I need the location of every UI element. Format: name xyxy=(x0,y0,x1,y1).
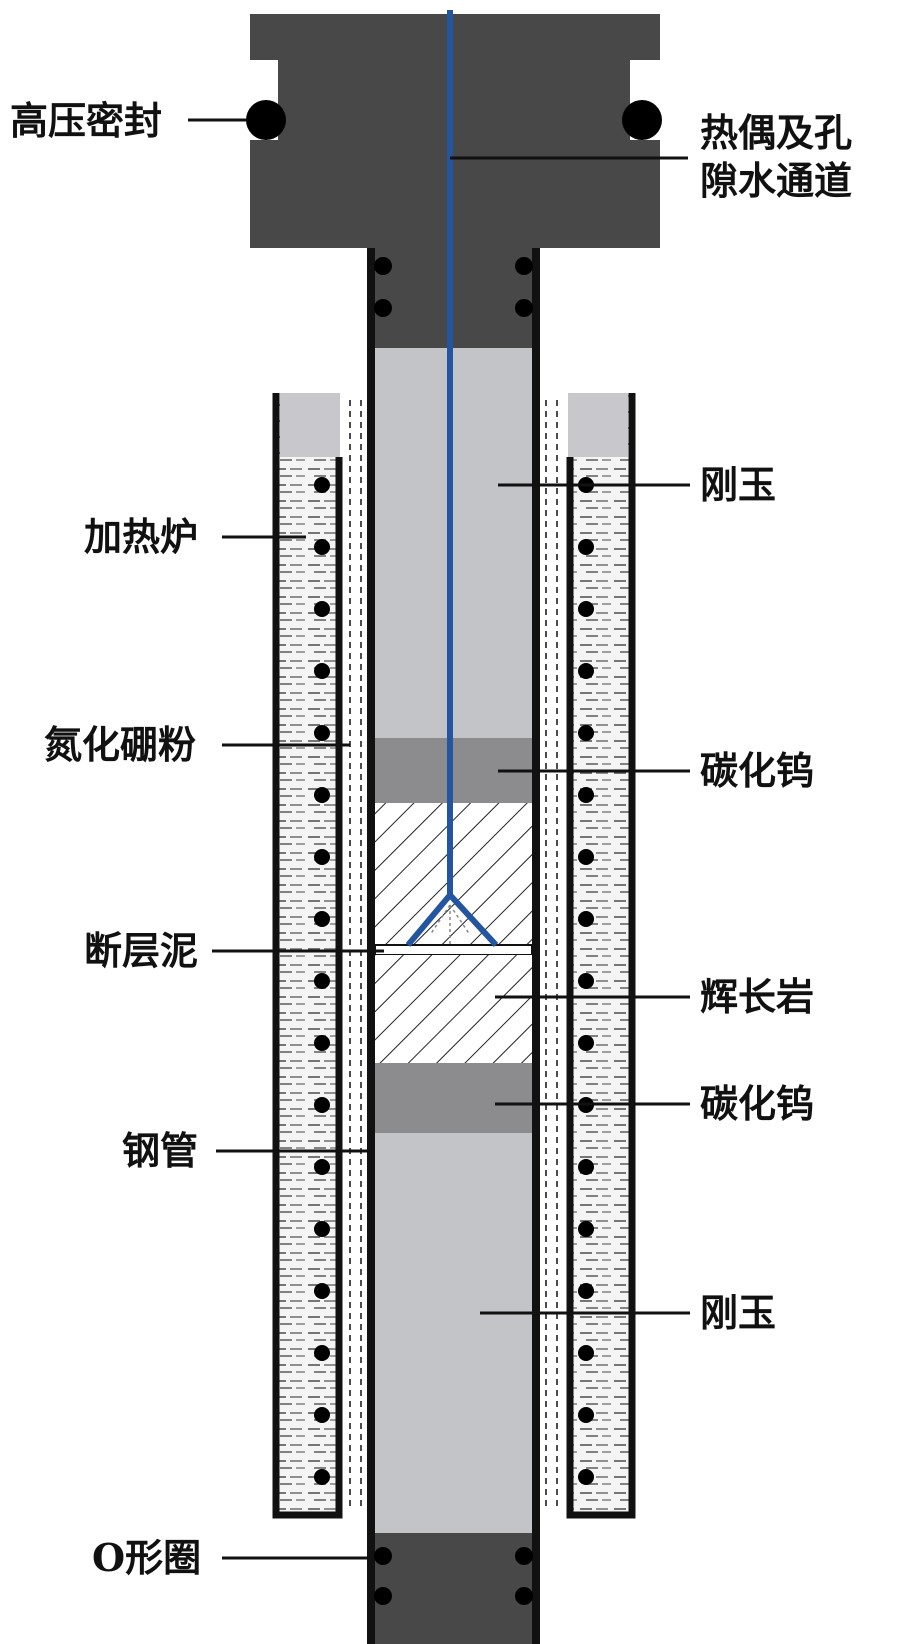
heater-coil-dot xyxy=(578,725,594,741)
heater-coil-dot xyxy=(578,1221,594,1237)
high-pressure-seal-left-ring xyxy=(246,100,286,140)
heater-coil-dot xyxy=(314,663,330,679)
seal-notch-right xyxy=(632,62,660,92)
label-thermocouple-line2: 隙水通道 xyxy=(700,158,852,203)
upper-o-ring-dot xyxy=(515,299,533,317)
corundum-lower xyxy=(375,1133,532,1533)
upper-o-ring-dot xyxy=(374,257,392,275)
heating-furnace-right xyxy=(566,393,636,1519)
heater-coil-dot xyxy=(578,1407,594,1423)
heater-coil-dot xyxy=(314,725,330,741)
label-heating-furnace: 加热炉 xyxy=(84,514,198,559)
label-boron-nitride-powder: 氮化硼粉 xyxy=(44,722,196,767)
gabbro-upper xyxy=(375,803,532,945)
tungsten-carbide-lower xyxy=(375,1063,532,1133)
upper-piston-stem xyxy=(375,248,532,348)
heater-coil-dot xyxy=(578,911,594,927)
heater-coil-dot xyxy=(314,911,330,927)
gabbro-lower xyxy=(375,955,532,1063)
label-tungsten-carbide-upper: 碳化钨 xyxy=(700,748,814,793)
heater-coil-dot xyxy=(314,1345,330,1361)
heater-coil-dot xyxy=(578,1345,594,1361)
heater-coil-dot xyxy=(578,1159,594,1175)
lower-piston xyxy=(375,1533,532,1644)
heater-coil-dot xyxy=(314,539,330,555)
heater-coil-dot xyxy=(578,1035,594,1051)
heater-coil-dot xyxy=(314,477,330,493)
label-o-ring: O形圈 xyxy=(92,1535,201,1580)
heater-coil-right xyxy=(578,477,594,1485)
heater-coil-dot xyxy=(578,539,594,555)
thermocouple-branch xyxy=(405,892,499,948)
heater-coil-dot xyxy=(314,601,330,617)
heater-coil-dot xyxy=(578,1283,594,1299)
fault-gouge-layer xyxy=(374,944,533,956)
lower-o-ring-dot xyxy=(515,1587,533,1605)
heater-coil-dot xyxy=(578,601,594,617)
thermocouple-branch-dots xyxy=(429,904,471,945)
corundum-upper xyxy=(375,348,532,738)
boron-nitride-layer-left xyxy=(349,400,362,1510)
boron-nitride-layer-right xyxy=(545,400,558,1510)
lower-o-ring-dot xyxy=(374,1547,392,1565)
heater-coil-dot xyxy=(314,849,330,865)
label-corundum-lower: 刚玉 xyxy=(700,1290,776,1335)
upper-o-ring-dot xyxy=(374,299,392,317)
heater-coil-dot xyxy=(314,1407,330,1423)
label-steel-tube: 钢管 xyxy=(122,1128,198,1173)
heater-coil-dot xyxy=(314,1097,330,1113)
lower-o-ring-dot xyxy=(515,1547,533,1565)
heater-coil-dot xyxy=(314,1035,330,1051)
upper-o-ring-dot xyxy=(515,257,533,275)
heater-coil-dot xyxy=(578,849,594,865)
heater-coil-dot xyxy=(578,973,594,989)
label-gabbro: 辉长岩 xyxy=(700,974,814,1019)
label-tungsten-carbide-lower: 碳化钨 xyxy=(700,1081,814,1126)
steel-tube-right-wall xyxy=(532,248,540,1644)
lower-o-ring-dot xyxy=(374,1587,392,1605)
heater-coil-dot xyxy=(314,1159,330,1175)
high-pressure-seal-right-ring xyxy=(622,100,662,140)
heater-coil-dot xyxy=(578,787,594,803)
heater-coil-dot xyxy=(314,973,330,989)
label-corundum-upper: 刚玉 xyxy=(700,462,776,507)
heater-coil-dot xyxy=(314,1283,330,1299)
heater-coil-dot xyxy=(314,787,330,803)
label-fault-gouge: 断层泥 xyxy=(84,928,198,973)
heater-coil-dot xyxy=(314,1469,330,1485)
seal-notch-left xyxy=(250,62,278,92)
label-high-pressure-seal: 高压密封 xyxy=(10,98,162,143)
heater-coil-dot xyxy=(314,1221,330,1237)
heater-coil-dot xyxy=(578,1469,594,1485)
steel-tube-left-wall xyxy=(367,248,375,1644)
heater-coil-left xyxy=(314,477,330,1485)
top-piston-head xyxy=(250,14,660,248)
heating-furnace-left xyxy=(272,393,343,1519)
label-thermocouple-line1: 热偶及孔 xyxy=(700,110,852,155)
heater-coil-dot xyxy=(578,663,594,679)
